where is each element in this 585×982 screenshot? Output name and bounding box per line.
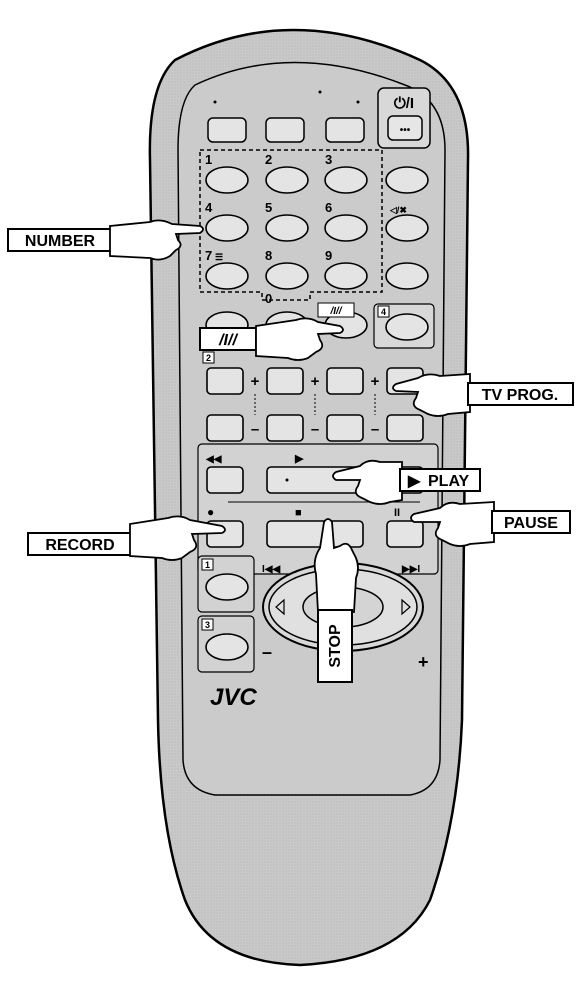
stop-callout-box [317, 609, 353, 683]
prog-down-button-4[interactable] [386, 414, 424, 442]
digit-button-6[interactable] [324, 214, 368, 242]
pause-callout: PAUSE [504, 515, 558, 532]
digit-label-2: 2 [265, 152, 272, 167]
section-4-button[interactable] [385, 313, 429, 341]
top-button-3[interactable] [325, 117, 365, 143]
slash-callout: /I// [218, 332, 238, 349]
top-button-1[interactable] [207, 117, 247, 143]
section-3-mark-box [201, 618, 214, 631]
play-callout-box [399, 468, 481, 492]
play-callout-arrow: ▶ [407, 473, 421, 490]
jog-right-icon [401, 598, 411, 616]
tv-prog-callout: TV PROG. [482, 387, 558, 404]
section-2-mark-box [202, 351, 215, 364]
number-hand-icon [109, 219, 204, 261]
indicator-dot [356, 100, 360, 104]
stop-callout: STOP [327, 624, 344, 668]
digit-label-3: 3 [325, 152, 332, 167]
mute-button[interactable] [385, 214, 429, 242]
digit-label-8: 8 [265, 248, 272, 263]
section-2-mark: 2 [206, 353, 211, 363]
prog-up-button-3[interactable] [326, 367, 364, 395]
digit-label-5: 5 [265, 200, 272, 215]
stop-button[interactable] [266, 520, 364, 548]
rewind-label: ◀◀ [205, 454, 222, 465]
digit-button-1[interactable] [205, 166, 249, 194]
pause-hand-icon [410, 501, 495, 547]
slash-badge-label: /I// [329, 306, 342, 317]
digit-button-2[interactable] [265, 166, 309, 194]
mute-label: ◁/✖ [389, 205, 407, 215]
skip-back-label: I◀◀ [262, 564, 280, 575]
section-1-mark-box [201, 558, 214, 571]
section-3-button[interactable] [205, 633, 249, 661]
power-dots: ••• [400, 125, 411, 136]
minus-sign-2: – [311, 421, 319, 438]
power-button[interactable] [387, 115, 423, 141]
number-callout: NUMBER [25, 233, 96, 250]
plus-sign-2: + [311, 373, 320, 390]
digit-label-6: 6 [325, 200, 332, 215]
brand-logo: JVC [210, 684, 257, 711]
digit-button-5[interactable] [265, 214, 309, 242]
digit-label-1: 1 [205, 152, 212, 167]
tv-prog-callout-box [467, 382, 574, 406]
section-4-mark: 4 [381, 307, 386, 317]
skip-forward-label: ▶▶I [401, 564, 420, 575]
digit-button-8[interactable] [265, 262, 309, 290]
right-button-bottom[interactable] [385, 262, 429, 290]
dial-plus: + [418, 652, 429, 672]
pause-callout-box [491, 510, 571, 534]
record-dot-label: ● [207, 505, 214, 519]
record-callout: RECORD [45, 537, 114, 554]
digit-button-9[interactable] [324, 262, 368, 290]
section-1-button[interactable] [205, 573, 249, 601]
prog-down-button-3[interactable] [326, 414, 364, 442]
plus-sign-1: + [251, 373, 260, 390]
pause-label: II [394, 507, 400, 519]
digit-label-4: 4 [205, 200, 213, 215]
section-1-mark: 1 [205, 560, 210, 570]
play-dot [285, 478, 289, 482]
prog-down-button-1[interactable] [206, 414, 244, 442]
play-callout: PLAY [428, 473, 470, 490]
pause-button[interactable] [386, 520, 424, 548]
power-label: ⏻/I [394, 95, 414, 112]
digit-button-3[interactable] [324, 166, 368, 194]
prog-down-button-2[interactable] [266, 414, 304, 442]
play-hand-icon [332, 459, 403, 505]
jog-left-icon [275, 598, 285, 616]
stop-square-label: ■ [295, 507, 302, 519]
record-hand-icon [129, 515, 226, 561]
minus-sign-3: – [371, 421, 379, 438]
section-4-mark-box [377, 305, 390, 318]
slash-hand-icon [255, 317, 344, 361]
digit-button-4[interactable] [205, 214, 249, 242]
digit-label-9: 9 [325, 248, 332, 263]
digit-label-7: 7 [205, 248, 212, 263]
tv-prog-hand-icon [392, 373, 471, 417]
top-button-2[interactable] [265, 117, 305, 143]
slash-badge [317, 302, 355, 318]
digit-button-7[interactable] [205, 262, 249, 290]
dial-minus: – [262, 642, 272, 662]
stop-hand-icon [313, 518, 359, 613]
indicator-dot [213, 100, 217, 104]
play-arrow-label: ▶ [294, 453, 304, 465]
prog-up-button-1[interactable] [206, 367, 244, 395]
right-button-top[interactable] [385, 166, 429, 194]
prog-up-button-2[interactable] [266, 367, 304, 395]
minus-sign-1: – [251, 421, 259, 438]
plus-sign-3: + [371, 373, 380, 390]
indicator-dot [318, 90, 322, 94]
digit-label-0: 0 [265, 291, 272, 306]
digit7-suffix: ☰ [215, 252, 223, 262]
section-3-mark: 3 [205, 620, 210, 630]
rewind-button[interactable] [206, 466, 244, 494]
